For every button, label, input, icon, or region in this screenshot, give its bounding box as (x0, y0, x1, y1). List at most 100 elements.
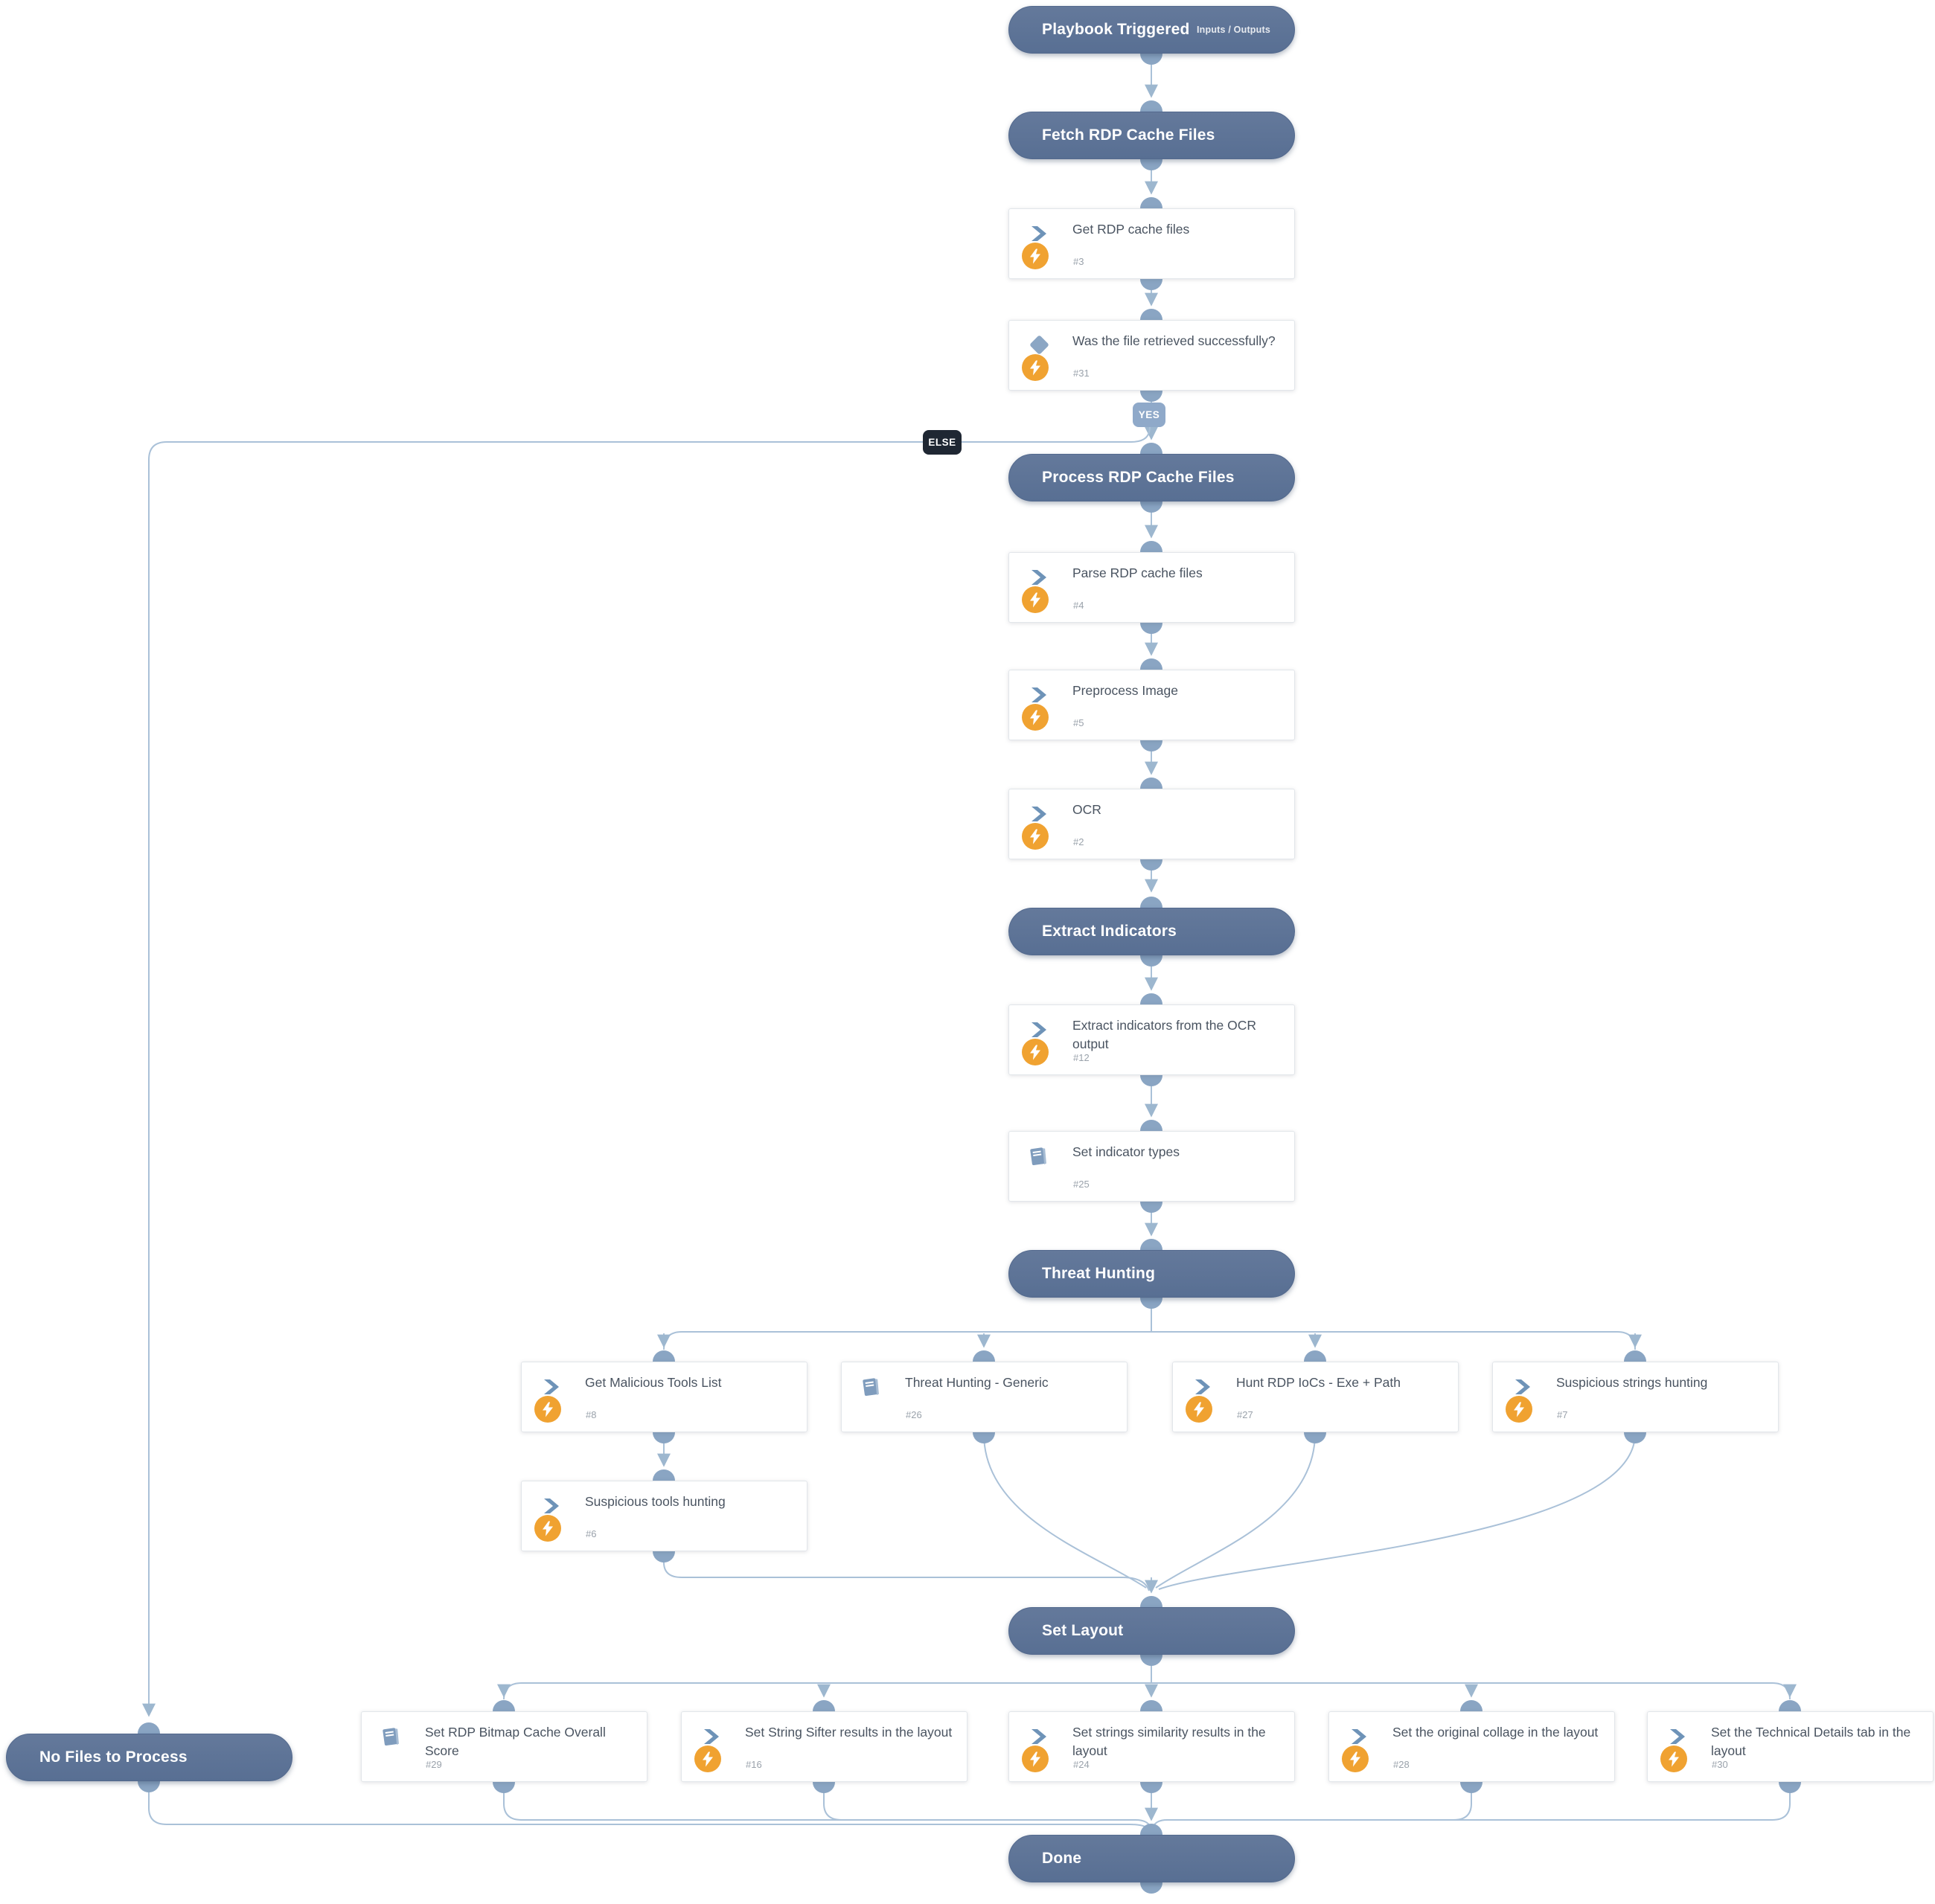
lightning-icon (1669, 1751, 1679, 1766)
task-set-string-sifter-results[interactable]: Set String Sifter results in the layout … (681, 1711, 968, 1782)
automation-icon (1029, 568, 1049, 587)
task-title: Get RDP cache files (1072, 222, 1190, 237)
lightning-icon (543, 1521, 553, 1536)
section-title: Process RDP Cache Files (1042, 469, 1235, 486)
automation-icon (1029, 1727, 1049, 1746)
task-extract-indicators-from-ocr[interactable]: Extract indicators from the OCR output #… (1008, 1004, 1295, 1075)
task-id: #8 (586, 1409, 597, 1420)
automation-icon (542, 1377, 561, 1397)
task-threat-hunting-generic[interactable]: Threat Hunting - Generic #26 (841, 1362, 1128, 1432)
task-title: Set strings similarity results in the la… (1072, 1725, 1266, 1758)
section-done[interactable]: Done (1008, 1835, 1295, 1882)
task-hunt-rdp-iocs-exe-path[interactable]: Hunt RDP IoCs - Exe + Path #27 (1172, 1362, 1459, 1432)
section-title: Extract Indicators (1042, 923, 1177, 940)
playbook-icon (862, 1377, 881, 1397)
lightning-icon (1030, 710, 1040, 725)
quiet-mode-badge (1660, 1746, 1687, 1772)
task-title: Set the original collage in the layout (1392, 1725, 1599, 1740)
quiet-mode-badge (1506, 1396, 1532, 1423)
task-id: #25 (1073, 1179, 1090, 1190)
task-get-malicious-tools-list[interactable]: Get Malicious Tools List #8 (521, 1362, 807, 1432)
automation-icon (1513, 1377, 1532, 1397)
section-threat-hunting[interactable]: Threat Hunting (1008, 1250, 1295, 1298)
task-id: #30 (1712, 1759, 1728, 1770)
section-no-files-to-process[interactable]: No Files to Process (6, 1734, 292, 1781)
task-id: #16 (746, 1759, 762, 1770)
automation-icon (1349, 1727, 1369, 1746)
automation-icon (1193, 1377, 1212, 1397)
section-set-layout[interactable]: Set Layout (1008, 1607, 1295, 1655)
automation-icon (1029, 804, 1049, 824)
task-set-indicator-types[interactable]: Set indicator types #25 (1008, 1131, 1295, 1202)
playbook-icon (382, 1727, 401, 1746)
task-set-technical-details-tab[interactable]: Set the Technical Details tab in the lay… (1647, 1711, 1934, 1782)
inputs-outputs-link[interactable]: Inputs / Outputs (1196, 25, 1270, 35)
task-id: #24 (1073, 1759, 1090, 1770)
section-title: Done (1042, 1850, 1082, 1867)
automation-icon (1029, 685, 1049, 705)
quiet-mode-badge (1022, 1039, 1049, 1065)
section-title: Fetch RDP Cache Files (1042, 126, 1215, 144)
task-id: #28 (1393, 1759, 1410, 1770)
task-title: Set String Sifter results in the layout (745, 1725, 953, 1740)
quiet-mode-badge (694, 1746, 721, 1772)
lightning-icon (1194, 1402, 1204, 1417)
section-process-rdp-cache-files[interactable]: Process RDP Cache Files (1008, 454, 1295, 501)
section-extract-indicators[interactable]: Extract Indicators (1008, 908, 1295, 955)
task-was-file-retrieved-condition[interactable]: Was the file retrieved successfully? #31 (1008, 320, 1295, 391)
lightning-icon (1030, 829, 1040, 844)
task-title: Extract indicators from the OCR output (1072, 1018, 1257, 1051)
section-fetch-rdp-cache-files[interactable]: Fetch RDP Cache Files (1008, 112, 1295, 159)
section-title: Threat Hunting (1042, 1265, 1156, 1282)
task-id: #7 (1557, 1409, 1568, 1420)
branch-label-yes: YES (1133, 403, 1165, 427)
quiet-mode-badge (1022, 823, 1049, 850)
task-title: Threat Hunting - Generic (905, 1375, 1049, 1390)
task-title: Suspicious tools hunting (585, 1494, 726, 1509)
task-id: #3 (1073, 256, 1084, 267)
else-edge (142, 426, 1151, 1717)
automation-icon (1029, 1020, 1049, 1039)
task-preprocess-image[interactable]: Preprocess Image #5 (1008, 670, 1295, 740)
task-set-rdp-bitmap-cache-overall-score[interactable]: Set RDP Bitmap Cache Overall Score #29 (361, 1711, 647, 1782)
lightning-icon (1030, 592, 1040, 607)
task-title: Set RDP Bitmap Cache Overall Score (425, 1725, 606, 1758)
task-id: #12 (1073, 1052, 1090, 1063)
section-playbook-triggered[interactable]: Playbook Triggered Inputs / Outputs (1008, 6, 1295, 54)
automation-icon (542, 1496, 561, 1516)
task-title: Set indicator types (1072, 1144, 1180, 1159)
task-suspicious-tools-hunting[interactable]: Suspicious tools hunting #6 (521, 1481, 807, 1551)
quiet-mode-badge (1022, 243, 1049, 269)
task-title: OCR (1072, 802, 1101, 817)
ports (138, 42, 1801, 1894)
lightning-icon (1030, 1751, 1040, 1766)
lightning-icon (1030, 1045, 1040, 1060)
section-title: No Files to Process (39, 1748, 188, 1766)
task-id: #26 (906, 1409, 922, 1420)
nofiles-edge (148, 1783, 1151, 1831)
edges (142, 55, 1797, 1831)
lightning-icon (703, 1751, 713, 1766)
lightning-icon (1514, 1402, 1524, 1417)
task-set-strings-similarity-results[interactable]: Set strings similarity results in the la… (1008, 1711, 1295, 1782)
task-parse-rdp-cache-files[interactable]: Parse RDP cache files #4 (1008, 552, 1295, 623)
task-id: #5 (1073, 717, 1084, 728)
lightning-icon (1350, 1751, 1360, 1766)
quiet-mode-badge (1022, 704, 1049, 731)
quiet-mode-badge (534, 1396, 561, 1423)
task-title: Hunt RDP IoCs - Exe + Path (1236, 1375, 1401, 1390)
task-suspicious-strings-hunting[interactable]: Suspicious strings hunting #7 (1492, 1362, 1779, 1432)
task-title: Get Malicious Tools List (585, 1375, 722, 1390)
automation-icon (702, 1727, 721, 1746)
lightning-icon (1030, 249, 1040, 263)
task-id: #2 (1073, 836, 1084, 847)
task-id: #4 (1073, 600, 1084, 611)
quiet-mode-badge (534, 1515, 561, 1542)
condition-icon (1029, 335, 1049, 355)
task-ocr[interactable]: OCR #2 (1008, 789, 1295, 859)
task-id: #6 (586, 1528, 597, 1539)
task-set-original-collage[interactable]: Set the original collage in the layout #… (1328, 1711, 1615, 1782)
task-get-rdp-cache-files[interactable]: Get RDP cache files #3 (1008, 208, 1295, 279)
